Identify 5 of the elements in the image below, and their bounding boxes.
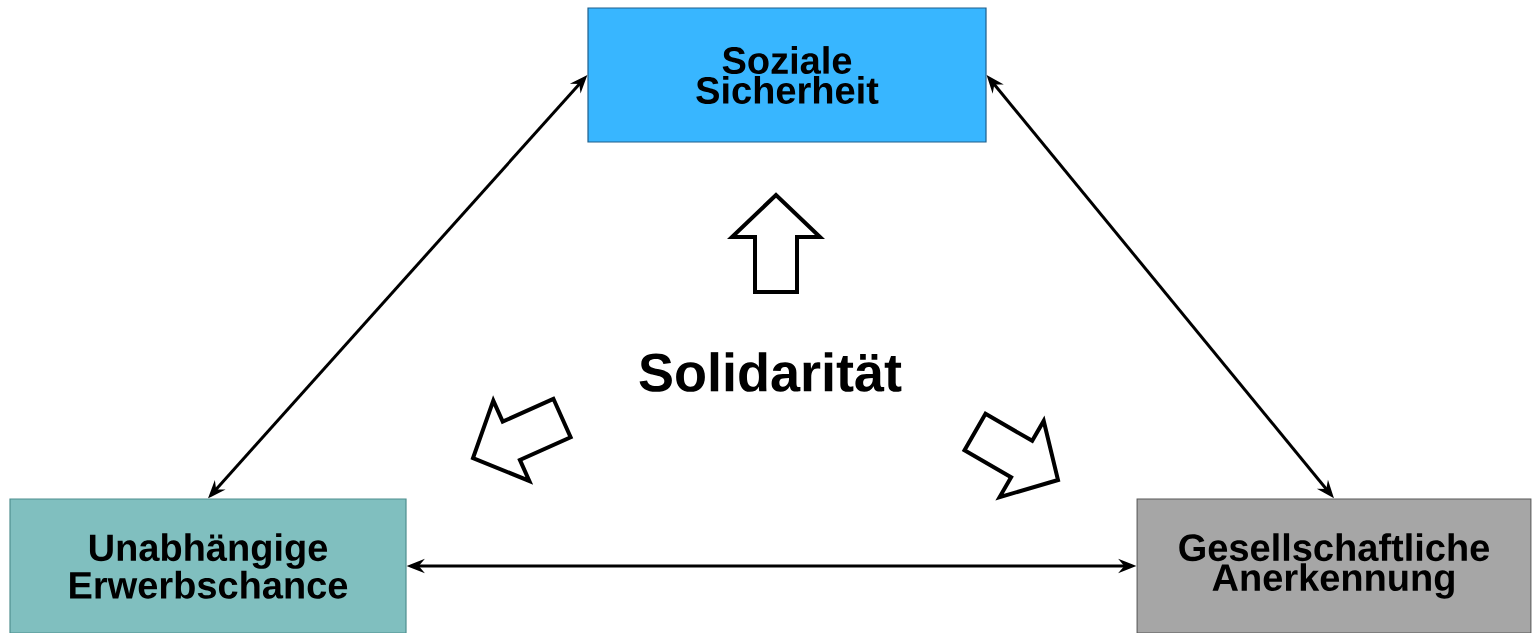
concept-box: Gesellschaftliche Anerkennung [1136,498,1532,633]
block-arrow [727,192,825,294]
concept-box: Unabhängige Erwerbschance [9,498,407,633]
concept-box: Soziale Sicherheit [587,7,987,143]
center-label: Solidarität [639,352,902,392]
